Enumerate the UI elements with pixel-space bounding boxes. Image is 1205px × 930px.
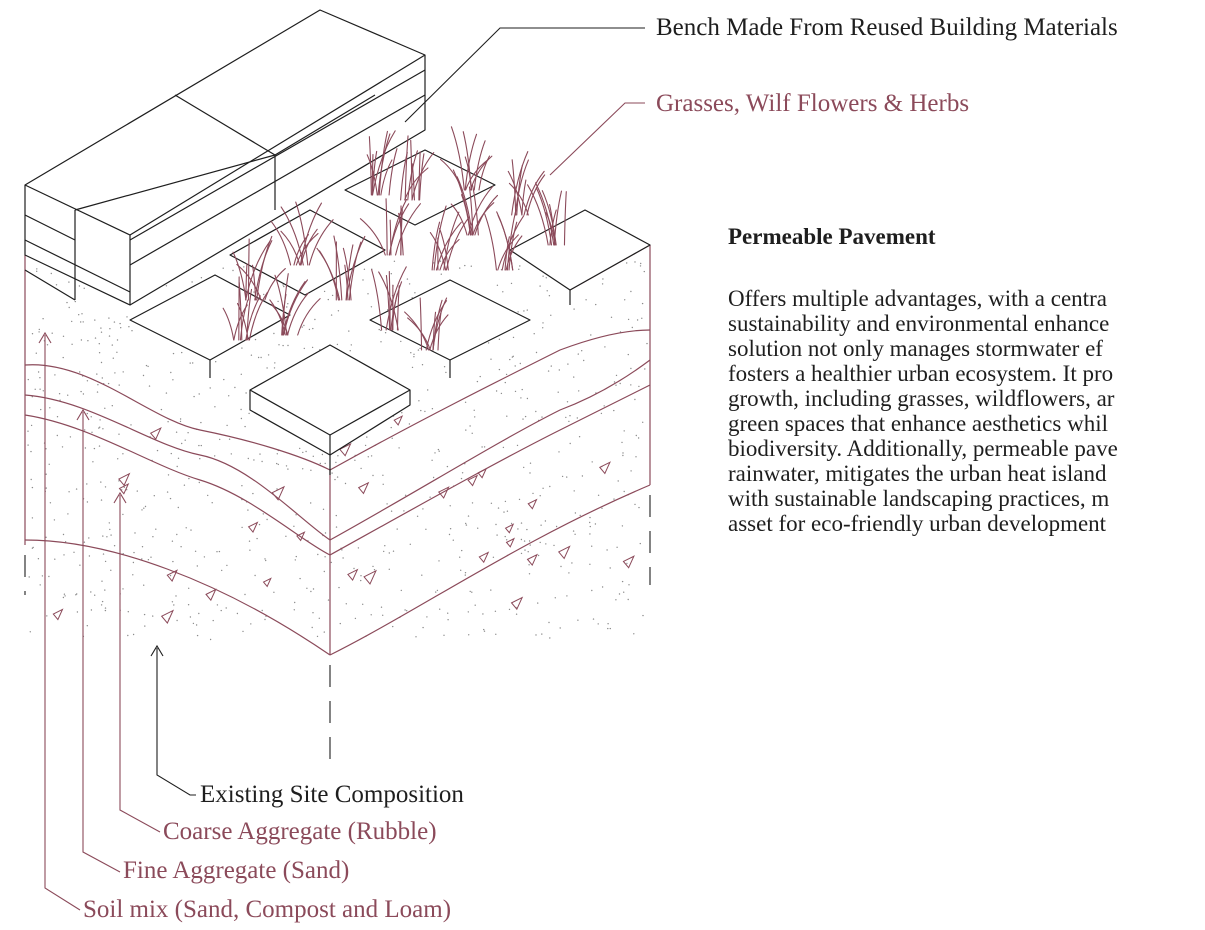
info-body-line: biodiversity. Additionally, permeable pa… bbox=[728, 436, 1118, 461]
fine-aggregate-label: Fine Aggregate (Sand) bbox=[123, 857, 350, 884]
paver-tiles bbox=[129, 149, 651, 475]
leader-lines bbox=[38, 27, 645, 911]
soil-leader bbox=[44, 335, 81, 911]
dashed-extension-lines bbox=[24, 495, 651, 770]
info-body-line: asset for eco-friendly urban development bbox=[728, 511, 1107, 536]
info-title: Permeable Pavement bbox=[728, 224, 936, 249]
info-body-line: with sustainable landscaping practices, … bbox=[728, 486, 1110, 511]
info-body-line: Offers multiple advantages, with a centr… bbox=[728, 286, 1107, 311]
bench-label: Bench Made From Reused Building Material… bbox=[656, 14, 1118, 41]
info-body-line: solution not only manages stormwater ef bbox=[728, 336, 1103, 361]
coarse-leader bbox=[119, 495, 161, 833]
info-body-line: growth, including grasses, wildflowers, … bbox=[728, 386, 1115, 411]
bench-leader bbox=[404, 27, 645, 123]
grasses-leader bbox=[549, 102, 645, 176]
info-body-line: green spaces that enhance aesthetics whi… bbox=[728, 411, 1108, 436]
info-body: Offers multiple advantages, with a centr… bbox=[728, 286, 1198, 536]
grasses-label: Grasses, Wilf Flowers & Herbs bbox=[656, 90, 970, 117]
fine-leader bbox=[82, 412, 121, 873]
existing-site-label: Existing Site Composition bbox=[200, 781, 464, 808]
info-body-line: rainwater, mitigates the urban heat isla… bbox=[728, 461, 1107, 486]
info-body-line: fosters a healthier urban ecosystem. It … bbox=[728, 361, 1114, 386]
existing-leader bbox=[156, 648, 196, 796]
grass-tufts bbox=[222, 126, 567, 351]
rubble-triangles bbox=[52, 415, 635, 624]
soil-block bbox=[24, 244, 651, 656]
info-body-line: sustainability and environmental enhance bbox=[728, 311, 1110, 336]
soil-mix-label: Soil mix (Sand, Compost and Loam) bbox=[83, 896, 452, 923]
bench-blocks bbox=[24, 9, 426, 306]
coarse-aggregate-label: Coarse Aggregate (Rubble) bbox=[163, 818, 437, 845]
